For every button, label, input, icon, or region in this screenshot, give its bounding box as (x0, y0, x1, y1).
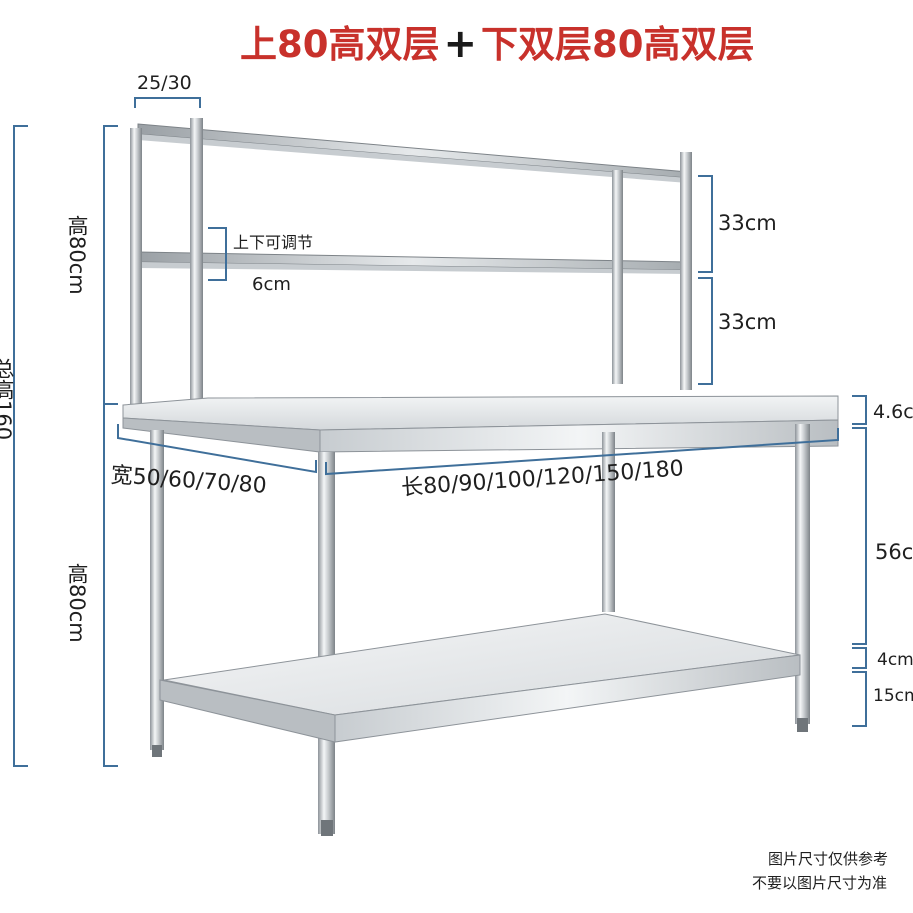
foot-height-label: 15cm (873, 686, 913, 706)
total-height-label: 总高160 (0, 358, 15, 441)
upper-post-back-left (130, 128, 142, 408)
upper-shelf-top (137, 123, 689, 183)
upper-post-back-right (612, 170, 623, 384)
leg-back-left (150, 430, 164, 750)
post-size-label: 25/30 (137, 72, 192, 94)
plus-icon: + (443, 21, 478, 67)
product-title: 上80高双层+下双层80高双层 (240, 14, 755, 68)
shelf-gap-top-label: 33cm (718, 211, 777, 235)
upper-post-front-left (190, 118, 203, 414)
dimension-lines (13, 97, 867, 767)
lower-height-label: 高80cm (65, 563, 89, 643)
adjust-step-label: 6cm (252, 274, 291, 295)
upper-shelf-middle (137, 251, 689, 274)
upper-height-label: 高80cm (65, 215, 89, 295)
shelf-thickness-label: 4cm (877, 650, 913, 670)
title-part-lower: 下双层80高双层 (481, 23, 755, 66)
title-part-upper: 上80高双层 (240, 23, 440, 66)
foot-back-left (152, 745, 162, 757)
upper-post-front-right (680, 152, 692, 390)
adjustable-label: 上下可调节 (233, 233, 314, 252)
leg-front-left (318, 452, 335, 834)
foot-front-right (797, 718, 808, 732)
shelf-gap-bottom-label: 33cm (718, 310, 777, 334)
foot-front-left (321, 820, 333, 836)
top-thickness-label: 4.6cm (873, 401, 913, 423)
leg-back-right (602, 432, 615, 612)
lower-shelf (159, 613, 801, 743)
leg-gap-label: 56cm (875, 540, 913, 564)
disclaimer-line-2: 不要以图片尺寸为准 (752, 874, 888, 892)
leg-front-right (795, 424, 810, 724)
table-top (122, 395, 839, 453)
disclaimer-line-1: 图片尺寸仅供参考 (768, 850, 889, 868)
